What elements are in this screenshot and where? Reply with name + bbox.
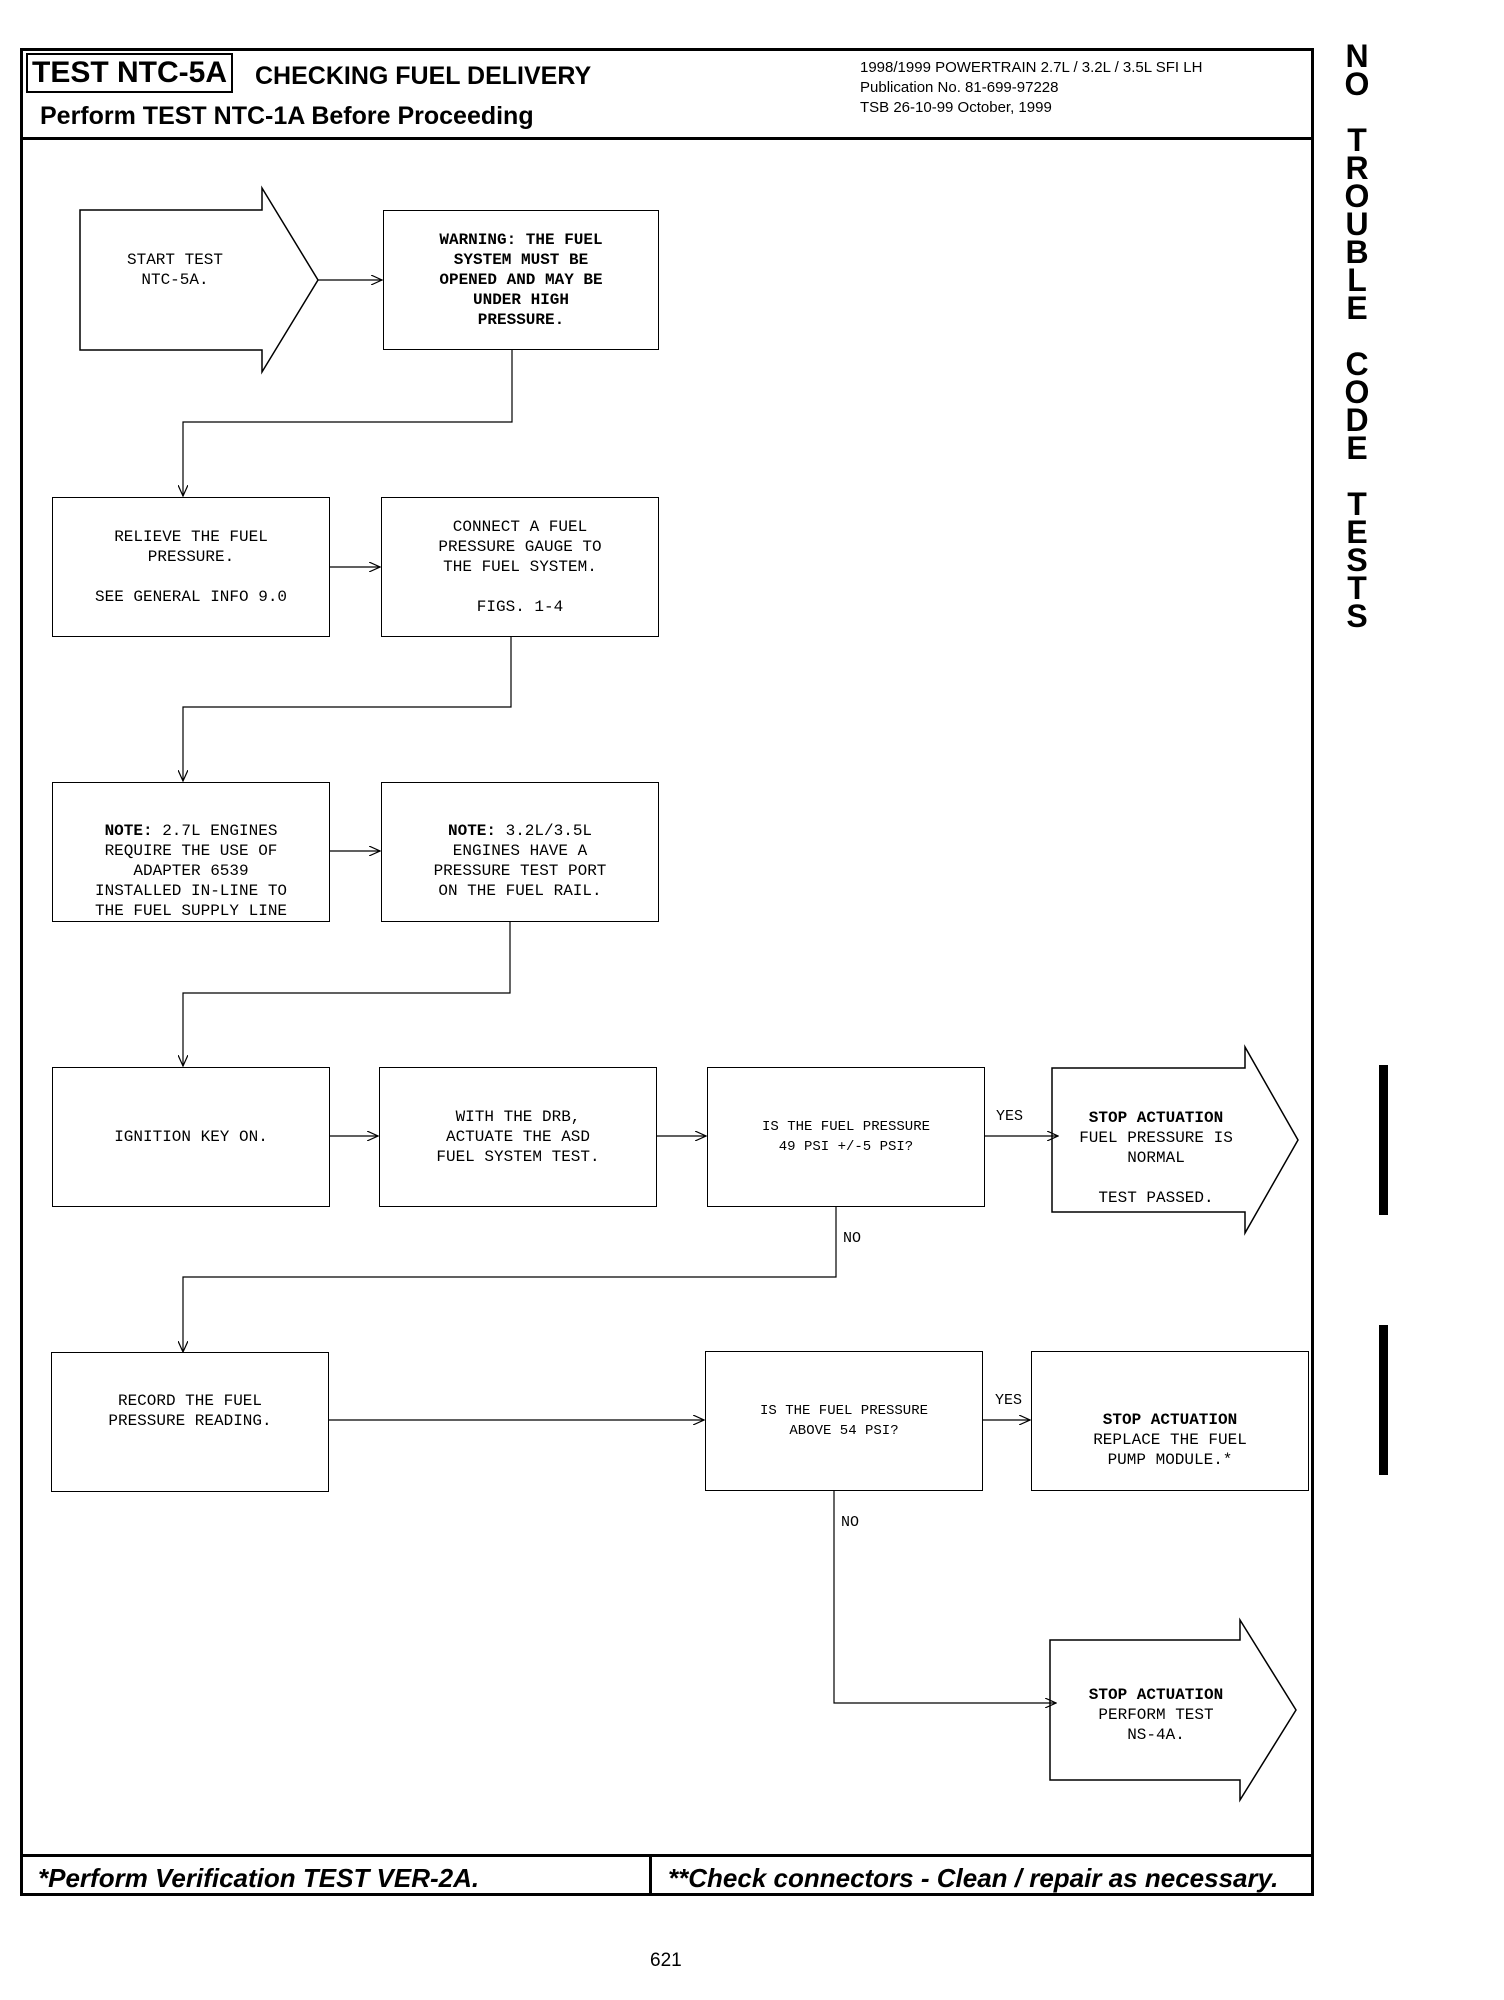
publication-line: 1998/1999 POWERTRAIN 2.7L / 3.2L / 3.5L …: [860, 59, 1203, 76]
stop-label: STOP ACTUATION: [1102, 1411, 1238, 1429]
no-label: NO: [843, 1230, 862, 1247]
stop3-arrow-shape: [1049, 1617, 1297, 1803]
stop-normal-step: STOP ACTUATION FUEL PRESSURE IS NORMAL T…: [1056, 1080, 1256, 1208]
stop-replace-pump-box: STOP ACTUATION REPLACE THE FUEL PUMP MOD…: [1031, 1351, 1309, 1491]
stop-label: STOP ACTUATION: [1088, 1686, 1224, 1704]
note-text: 2.7L ENGINES REQUIRE THE USE OF ADAPTER …: [94, 822, 288, 920]
stop-text: PERFORM TEST NS-4A.: [1098, 1706, 1214, 1744]
publication-line: Publication No. 81-699-97228: [860, 79, 1059, 96]
ignition-key-box: IGNITION KEY ON.: [52, 1067, 330, 1207]
start-arrow-shape: [79, 185, 319, 375]
decision-above-54: IS THE FUEL PRESSURE ABOVE 54 PSI?: [705, 1351, 983, 1491]
actuate-test-box: WITH THE DRB, ACTUATE THE ASD FUEL SYSTE…: [379, 1067, 657, 1207]
stop-label: STOP ACTUATION: [1088, 1109, 1224, 1127]
relieve-pressure-box: RELIEVE THE FUEL PRESSURE. SEE GENERAL I…: [52, 497, 330, 637]
change-bar: [1379, 1065, 1388, 1215]
stop1-arrow-shape: [1051, 1044, 1299, 1236]
page-number: 621: [650, 1950, 682, 1971]
note-3.2l-box: NOTE: 3.2L/3.5L ENGINES HAVE A PRESSURE …: [381, 782, 659, 922]
note-text: 3.2L/3.5L ENGINES HAVE A PRESSURE TEST P…: [433, 822, 607, 900]
page-frame: [20, 48, 1314, 1896]
footer-divider: [649, 1857, 652, 1896]
stop-perform-ns4a-step: STOP ACTUATION PERFORM TEST NS-4A.: [1056, 1665, 1256, 1755]
stop-text: FUEL PRESSURE IS NORMAL TEST PASSED.: [1079, 1129, 1233, 1207]
decision-pressure-range: IS THE FUEL PRESSURE 49 PSI +/-5 PSI?: [707, 1067, 985, 1207]
warning-box: WARNING: THE FUEL SYSTEM MUST BE OPENED …: [383, 210, 659, 350]
connect-gauge-box: CONNECT A FUEL PRESSURE GAUGE TO THE FUE…: [381, 497, 659, 637]
yes-label: YES: [995, 1392, 1023, 1409]
note-label: NOTE:: [104, 822, 153, 840]
footer-verification-note: *Perform Verification TEST VER-2A.: [38, 1863, 480, 1893]
note-2.7l-box: NOTE: 2.7L ENGINES REQUIRE THE USE OF AD…: [52, 782, 330, 922]
test-id: TEST NTC-5A: [26, 53, 233, 93]
stop-text: REPLACE THE FUEL PUMP MODULE.*: [1093, 1431, 1247, 1469]
yes-label: YES: [996, 1108, 1024, 1125]
record-pressure-box: RECORD THE FUEL PRESSURE READING.: [51, 1352, 329, 1492]
test-title: CHECKING FUEL DELIVERY: [255, 62, 592, 90]
start-step: START TEST NTC-5A.: [126, 251, 223, 289]
no-label: NO: [841, 1514, 860, 1531]
page-footer: *Perform Verification TEST VER-2A. **Che…: [20, 1854, 1314, 1896]
page-header: TEST NTC-5A CHECKING FUEL DELIVERY Perfo…: [20, 48, 1314, 140]
publication-line: TSB 26-10-99 October, 1999: [860, 99, 1052, 116]
footer-connector-note: **Check connectors - Clean / repair as n…: [668, 1863, 1279, 1893]
publication-info: 1998/1999 POWERTRAIN 2.7L / 3.2L / 3.5L …: [860, 58, 1202, 118]
prerequisite: Perform TEST NTC-1A Before Proceeding: [40, 102, 534, 130]
change-bar: [1379, 1325, 1388, 1475]
warning-text: WARNING: THE FUEL SYSTEM MUST BE OPENED …: [439, 231, 603, 329]
note-label: NOTE:: [447, 822, 496, 840]
